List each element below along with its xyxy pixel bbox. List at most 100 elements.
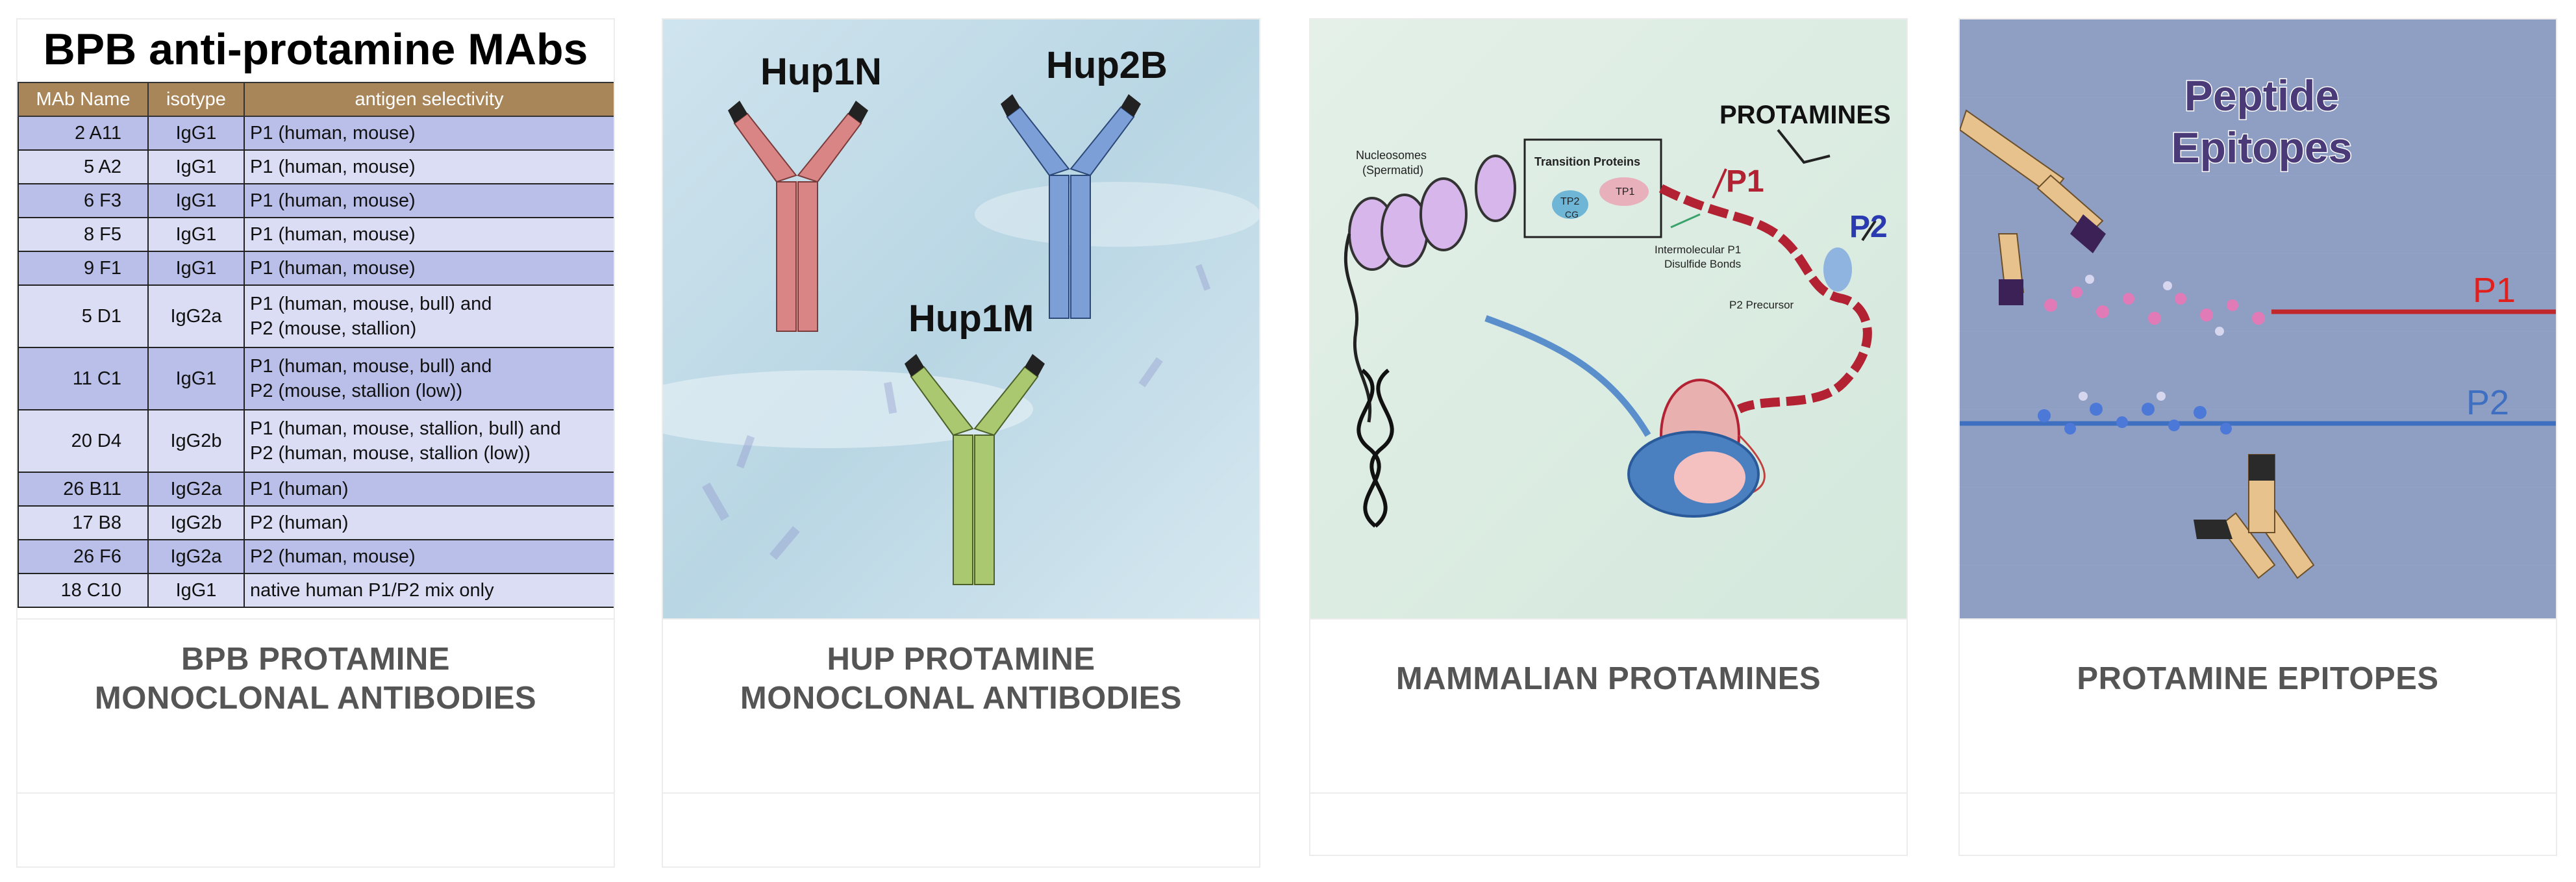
caption-line: MONOCLONAL ANTIBODIES — [740, 681, 1182, 716]
mab-name-cell: 20 D4 — [18, 409, 149, 473]
card-bpb-antibodies[interactable]: BPB anti-protamine MAbs MAb Name isotype… — [16, 18, 615, 868]
antigen-selectivity-cell: P2 (human) — [244, 505, 614, 540]
protamine-epitopes-image[interactable]: Peptide Epitopes P1 P2 — [1960, 19, 2556, 618]
card-mammalian-protamines[interactable]: PROTAMINES P1 P2 Nucleosomes (Spermatid)… — [1309, 18, 1908, 856]
antigen-selectivity-cell: P1 (human, mouse, bull) and P2 (mouse, st… — [244, 284, 614, 348]
selectivity-line: P2 (human, mouse) — [250, 546, 416, 567]
antigen-selectivity-cell: P1 (human) — [244, 472, 614, 507]
selectivity-line: native human P1/P2 mix only — [250, 580, 494, 601]
card-protamine-epitopes[interactable]: Peptide Epitopes P1 P2 — [1958, 18, 2557, 856]
selectivity-line: P1 (human, mouse) — [250, 123, 416, 144]
antigen-selectivity-cell: native human P1/P2 mix only — [244, 573, 614, 608]
selectivity-line: P1 (human, mouse) — [250, 190, 416, 211]
selectivity-line: P1 (human) — [250, 479, 349, 499]
mab-name-cell: 8 F5 — [18, 217, 149, 252]
selectivity-line: P2 (human) — [250, 512, 349, 533]
isotype-cell: IgG1 — [147, 573, 245, 608]
antigen-selectivity-cell: P1 (human, mouse, bull) and P2 (mouse, st… — [244, 347, 614, 410]
selectivity-line: P1 (human, mouse, stallion, bull) and — [250, 418, 561, 439]
hup1n-antibody-icon — [728, 101, 868, 332]
antigen-selectivity-cell: P1 (human, mouse) — [244, 116, 614, 151]
isotype-cell: IgG1 — [147, 149, 245, 184]
mab-table: MAb Name isotype antigen selectivity 2 A… — [18, 82, 614, 608]
antibody-upper-icon — [1960, 109, 2106, 305]
isotype-cell: IgG1 — [147, 183, 245, 218]
tp1-icon — [1599, 177, 1649, 206]
hup-antibodies-image[interactable]: Hup1N Hup2B Hup1M — [663, 19, 1259, 618]
column-header: isotype — [147, 82, 245, 117]
mab-name-cell: 26 F6 — [18, 539, 149, 574]
selectivity-line: P1 (human, mouse, bull) and — [250, 356, 492, 377]
isotype-cell: IgG2a — [147, 284, 245, 348]
card-divider — [1310, 792, 1907, 794]
selectivity-line: P1 (human, mouse) — [250, 224, 416, 245]
antibody-lower-icon — [2194, 454, 2315, 579]
card-divider — [1960, 792, 2556, 794]
p2-label: P2 — [1849, 210, 1888, 244]
isotype-cell: IgG1 — [147, 116, 245, 151]
isotype-cell: IgG1 — [147, 217, 245, 252]
epitopes-title: Epitopes — [2171, 123, 2353, 171]
mab-name-cell: 18 C10 — [18, 573, 149, 608]
caption-line: MAMMALIAN PROTAMINES — [1395, 661, 1821, 696]
card-caption[interactable]: HUP PROTAMINE MONOCLONAL ANTIBODIES — [663, 640, 1259, 718]
mab-name-cell: 5 A2 — [18, 149, 149, 184]
selectivity-line: P2 (mouse, stallion (low)) — [250, 381, 463, 401]
mab-name-cell: 11 C1 — [18, 347, 149, 410]
protamines-diagram: PROTAMINES P1 P2 Nucleosomes (Spermatid)… — [1310, 19, 1907, 618]
isotype-cell: IgG2b — [147, 505, 245, 540]
tp2-icon — [1552, 190, 1588, 219]
nucleosomes-label: Nucleosomes — [1356, 149, 1427, 162]
card-caption[interactable]: BPB PROTAMINE MONOCLONAL ANTIBODIES — [18, 640, 614, 718]
card-caption[interactable]: MAMMALIAN PROTAMINES — [1310, 659, 1907, 698]
selectivity-line: P1 (human, mouse, bull) and — [250, 294, 492, 314]
cg-label: CG — [1565, 209, 1579, 220]
isotype-cell: IgG2a — [147, 472, 245, 507]
mab-name-cell: 26 B11 — [18, 472, 149, 507]
spermatid-label: (Spermatid) — [1362, 164, 1423, 177]
antigen-selectivity-cell: P1 (human, mouse) — [244, 183, 614, 218]
hup2b-antibody-icon — [1001, 94, 1141, 319]
card-caption[interactable]: PROTAMINE EPITOPES — [1960, 659, 2556, 698]
card-divider — [1310, 618, 1907, 620]
antigen-selectivity-cell: P1 (human, mouse) — [244, 217, 614, 252]
hup-illustration: Hup1N Hup2B Hup1M — [663, 19, 1259, 618]
hup2b-label: Hup2B — [1046, 44, 1168, 86]
card-divider — [18, 618, 614, 620]
p2-peptide-molecule-icon — [2038, 392, 2232, 435]
caption-line: BPB PROTAMINE — [181, 642, 450, 677]
peptide-title: Peptide — [2184, 71, 2339, 120]
column-header: antigen selectivity — [244, 82, 614, 117]
isotype-cell: IgG2b — [147, 409, 245, 473]
card-divider — [1960, 618, 2556, 620]
mammalian-protamines-image[interactable]: PROTAMINES P1 P2 Nucleosomes (Spermatid)… — [1310, 19, 1907, 618]
selectivity-line: P1 (human, mouse) — [250, 258, 416, 279]
p1-peptide-molecule-icon — [2044, 275, 2265, 336]
p1-label: P1 — [1726, 164, 1764, 199]
hup1m-antibody-icon — [905, 354, 1045, 585]
disulfide-label: Disulfide Bonds — [1664, 258, 1741, 270]
table-title: BPB anti-protamine MAbs — [18, 19, 614, 79]
mab-name-cell: 6 F3 — [18, 183, 149, 218]
caption-line: HUP PROTAMINE — [827, 642, 1095, 677]
antigen-selectivity-cell: P1 (human, mouse) — [244, 149, 614, 184]
mab-name-cell: 9 F1 — [18, 251, 149, 286]
isotype-cell: IgG1 — [147, 251, 245, 286]
transition-proteins-label: Transition Proteins — [1534, 155, 1640, 168]
p2-label: P2 — [2466, 383, 2509, 422]
bpb-mab-table-image[interactable]: BPB anti-protamine MAbs MAb Name isotype… — [18, 19, 614, 618]
selectivity-line: P2 (mouse, stallion) — [250, 318, 417, 339]
card-hup-antibodies[interactable]: Hup1N Hup2B Hup1M HU — [662, 18, 1260, 868]
